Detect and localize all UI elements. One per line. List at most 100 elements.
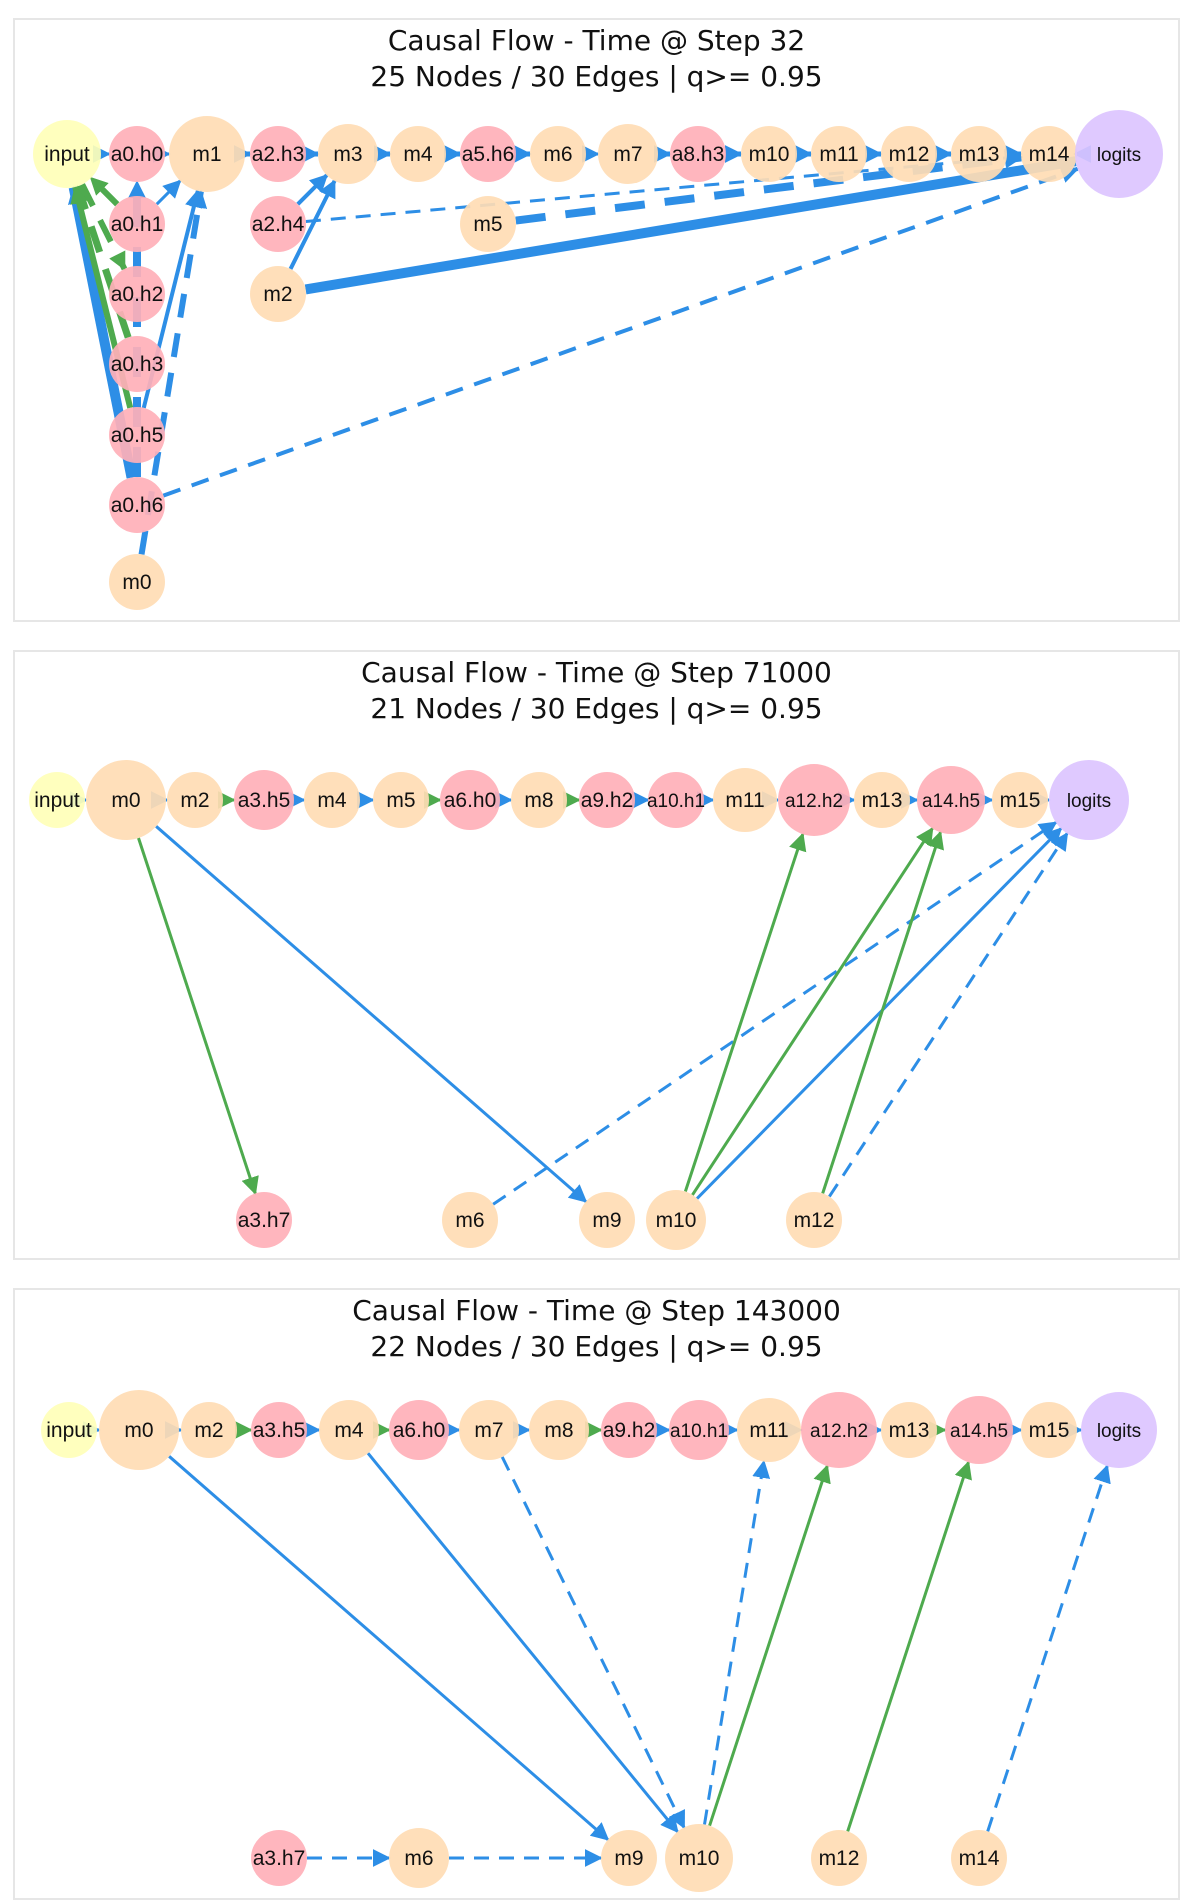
node-m6: m6 xyxy=(530,126,586,182)
node-m10: m10 xyxy=(646,1190,706,1250)
node-circle xyxy=(250,126,306,182)
node-a0-h3: a0.h3 xyxy=(109,336,165,392)
node-label: a0.h5 xyxy=(111,424,164,447)
node-circle xyxy=(181,1402,237,1458)
node-label: a6.h0 xyxy=(444,789,497,812)
node-circle xyxy=(737,1398,801,1462)
node-label: a0.h6 xyxy=(111,494,164,517)
edge-m0-to-m9 xyxy=(155,825,588,1203)
node-circle xyxy=(951,126,1007,182)
node-circle xyxy=(99,1390,179,1470)
node-input: input xyxy=(41,1402,97,1458)
node-m10: m10 xyxy=(741,126,797,182)
node-circle xyxy=(304,772,360,828)
node-label: m14 xyxy=(959,1847,1000,1870)
node-label: m14 xyxy=(1029,143,1070,166)
node-label: a9.h2 xyxy=(603,1419,656,1442)
node-a8-h3: a8.h3 xyxy=(670,126,726,182)
node-circle xyxy=(250,196,306,252)
edge-m6-to-logits xyxy=(492,821,1058,1206)
panel-title: Causal Flow - Time @ Step 32 xyxy=(387,24,806,57)
node-circle xyxy=(319,1400,379,1460)
node-m13: m13 xyxy=(951,126,1007,182)
node-circle xyxy=(86,760,166,840)
panel-subtitle: 22 Nodes / 30 Edges | q>= 0.95 xyxy=(370,1330,823,1363)
node-label: m0 xyxy=(124,1419,153,1442)
node-circle xyxy=(109,407,165,463)
node-circle xyxy=(109,196,165,252)
node-label: m6 xyxy=(455,1209,484,1232)
node-m4: m4 xyxy=(390,126,446,182)
node-label: m6 xyxy=(543,143,572,166)
node-a10-h1: a10.h1 xyxy=(647,772,705,828)
node-m6: m6 xyxy=(442,1192,498,1248)
panel-step-143000: Causal Flow - Time @ Step 143000 22 Node… xyxy=(13,1288,1180,1900)
node-circle xyxy=(881,1402,937,1458)
node-circle xyxy=(460,126,516,182)
edge-m2-to-m3 xyxy=(288,179,337,270)
node-a6-h0: a6.h0 xyxy=(389,1400,449,1460)
node-label: m8 xyxy=(524,789,553,812)
node-circle xyxy=(109,477,165,533)
node-label: a10.h1 xyxy=(647,791,705,812)
node-label: m12 xyxy=(794,1209,835,1232)
node-label: a3.h7 xyxy=(238,1209,291,1232)
node-m7: m7 xyxy=(459,1400,519,1460)
node-label: logits xyxy=(1097,1421,1141,1442)
node-circle xyxy=(1075,110,1163,198)
node-m3: m3 xyxy=(318,124,378,184)
node-m15: m15 xyxy=(992,772,1048,828)
node-circle xyxy=(854,772,910,828)
node-label: m5 xyxy=(386,789,415,812)
node-circle xyxy=(318,124,378,184)
node-label: m1 xyxy=(192,143,221,166)
node-m0: m0 xyxy=(99,1390,179,1470)
edge-a0-h6-to-logits xyxy=(162,165,1080,498)
node-circle xyxy=(1021,126,1077,182)
node-label: a0.h3 xyxy=(111,353,164,376)
node-circle xyxy=(440,770,500,830)
node-circle xyxy=(390,126,446,182)
node-m7: m7 xyxy=(598,124,658,184)
node-circle xyxy=(579,1192,635,1248)
node-circle xyxy=(109,266,165,322)
node-a0-h5: a0.h5 xyxy=(109,407,165,463)
node-label: m13 xyxy=(959,143,1000,166)
node-label: m8 xyxy=(544,1419,573,1442)
node-a2-h3: a2.h3 xyxy=(250,126,306,182)
node-a10-h1: a10.h1 xyxy=(669,1400,729,1460)
node-label: m6 xyxy=(404,1847,433,1870)
node-label: m3 xyxy=(333,143,362,166)
node-circle xyxy=(459,1400,519,1460)
node-a0-h1: a0.h1 xyxy=(109,196,165,252)
edge-m4-to-m10 xyxy=(366,1452,679,1834)
node-label: m12 xyxy=(889,143,930,166)
node-label: a12.h2 xyxy=(785,791,843,812)
node-m8: m8 xyxy=(511,772,567,828)
panel-subtitle: 25 Nodes / 30 Edges | q>= 0.95 xyxy=(370,60,823,93)
node-circle xyxy=(1081,1392,1157,1468)
node-a3-h7: a3.h7 xyxy=(251,1830,307,1886)
node-label: m11 xyxy=(819,143,858,166)
node-circle xyxy=(29,772,85,828)
edge-m0-to-a3-h7 xyxy=(137,837,259,1196)
edges-layer xyxy=(69,791,1069,1206)
panel-subtitle: 21 Nodes / 30 Edges | q>= 0.95 xyxy=(370,692,823,725)
node-label: m9 xyxy=(592,1209,621,1232)
node-label: m7 xyxy=(613,143,642,166)
node-a6-h0: a6.h0 xyxy=(440,770,500,830)
node-circle xyxy=(169,116,245,192)
node-circle xyxy=(167,772,223,828)
node-a14-h5: a14.h5 xyxy=(917,766,985,834)
edge-a2-h4-to-m3 xyxy=(296,173,329,206)
panel-step-71000: Causal Flow - Time @ Step 71000 21 Nodes… xyxy=(13,650,1180,1260)
edge-a2-h4-to-m14 xyxy=(305,149,1023,223)
node-circle xyxy=(511,772,567,828)
node-label: m10 xyxy=(656,1209,697,1232)
node-m2: m2 xyxy=(167,772,223,828)
node-label: m5 xyxy=(473,213,502,236)
node-circle xyxy=(917,766,985,834)
